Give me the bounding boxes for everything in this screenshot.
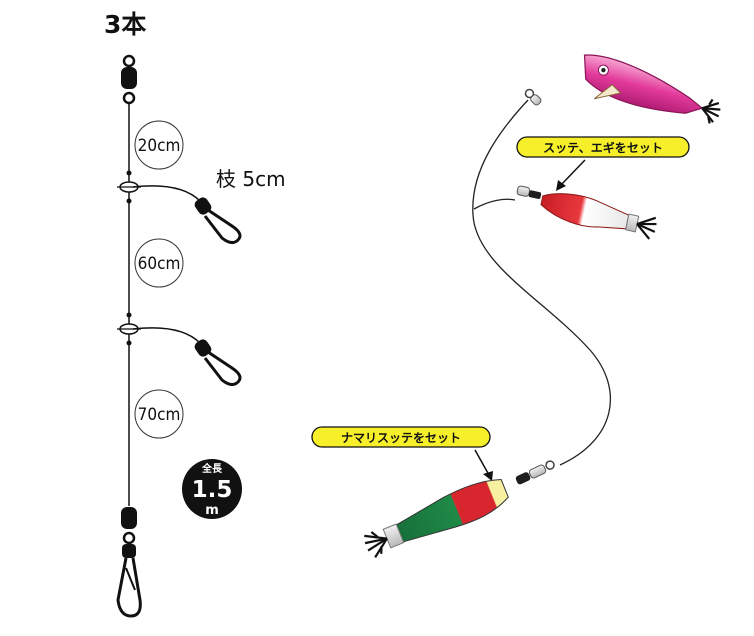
sutte-lure-icon: [516, 185, 657, 240]
fishing-line: [472, 99, 612, 466]
rig-title: 3本: [104, 10, 146, 39]
sinker-sutte-icon: [364, 478, 509, 558]
svg-text:全長: 全長: [201, 462, 223, 475]
segment-label-3: 70cm: [134, 389, 184, 439]
callout-egi: スッテ、エギをセット: [516, 136, 690, 191]
branch-snap-icon: [132, 327, 242, 387]
top-swivel-icon: [121, 54, 137, 105]
branch-snap-icon: [132, 185, 242, 245]
segment-label-2: 60cm: [134, 238, 184, 288]
branch-knot-icon: [117, 170, 141, 204]
svg-text:ナマリスッテをセット: ナマリスッテをセット: [341, 431, 461, 445]
swivel-icon: [524, 88, 542, 106]
total-length-badge: 全長 1.5 m: [182, 459, 242, 519]
callout-sinker: ナマリスッテをセット: [311, 426, 493, 481]
svg-text:20cm: 20cm: [138, 136, 181, 156]
svg-text:70cm: 70cm: [138, 405, 181, 425]
bottom-snap-icon: [116, 507, 142, 618]
svg-text:スッテ、エギをセット: スッテ、エギをセット: [543, 140, 663, 155]
branch-length-label: 枝 5cm: [216, 167, 286, 191]
svg-text:1.5: 1.5: [192, 477, 233, 503]
svg-text:60cm: 60cm: [138, 254, 181, 274]
segment-label-1: 20cm: [134, 120, 184, 170]
svg-text:m: m: [205, 503, 219, 518]
egi-lure-icon: [583, 54, 721, 124]
swivel-icon: [515, 460, 555, 485]
